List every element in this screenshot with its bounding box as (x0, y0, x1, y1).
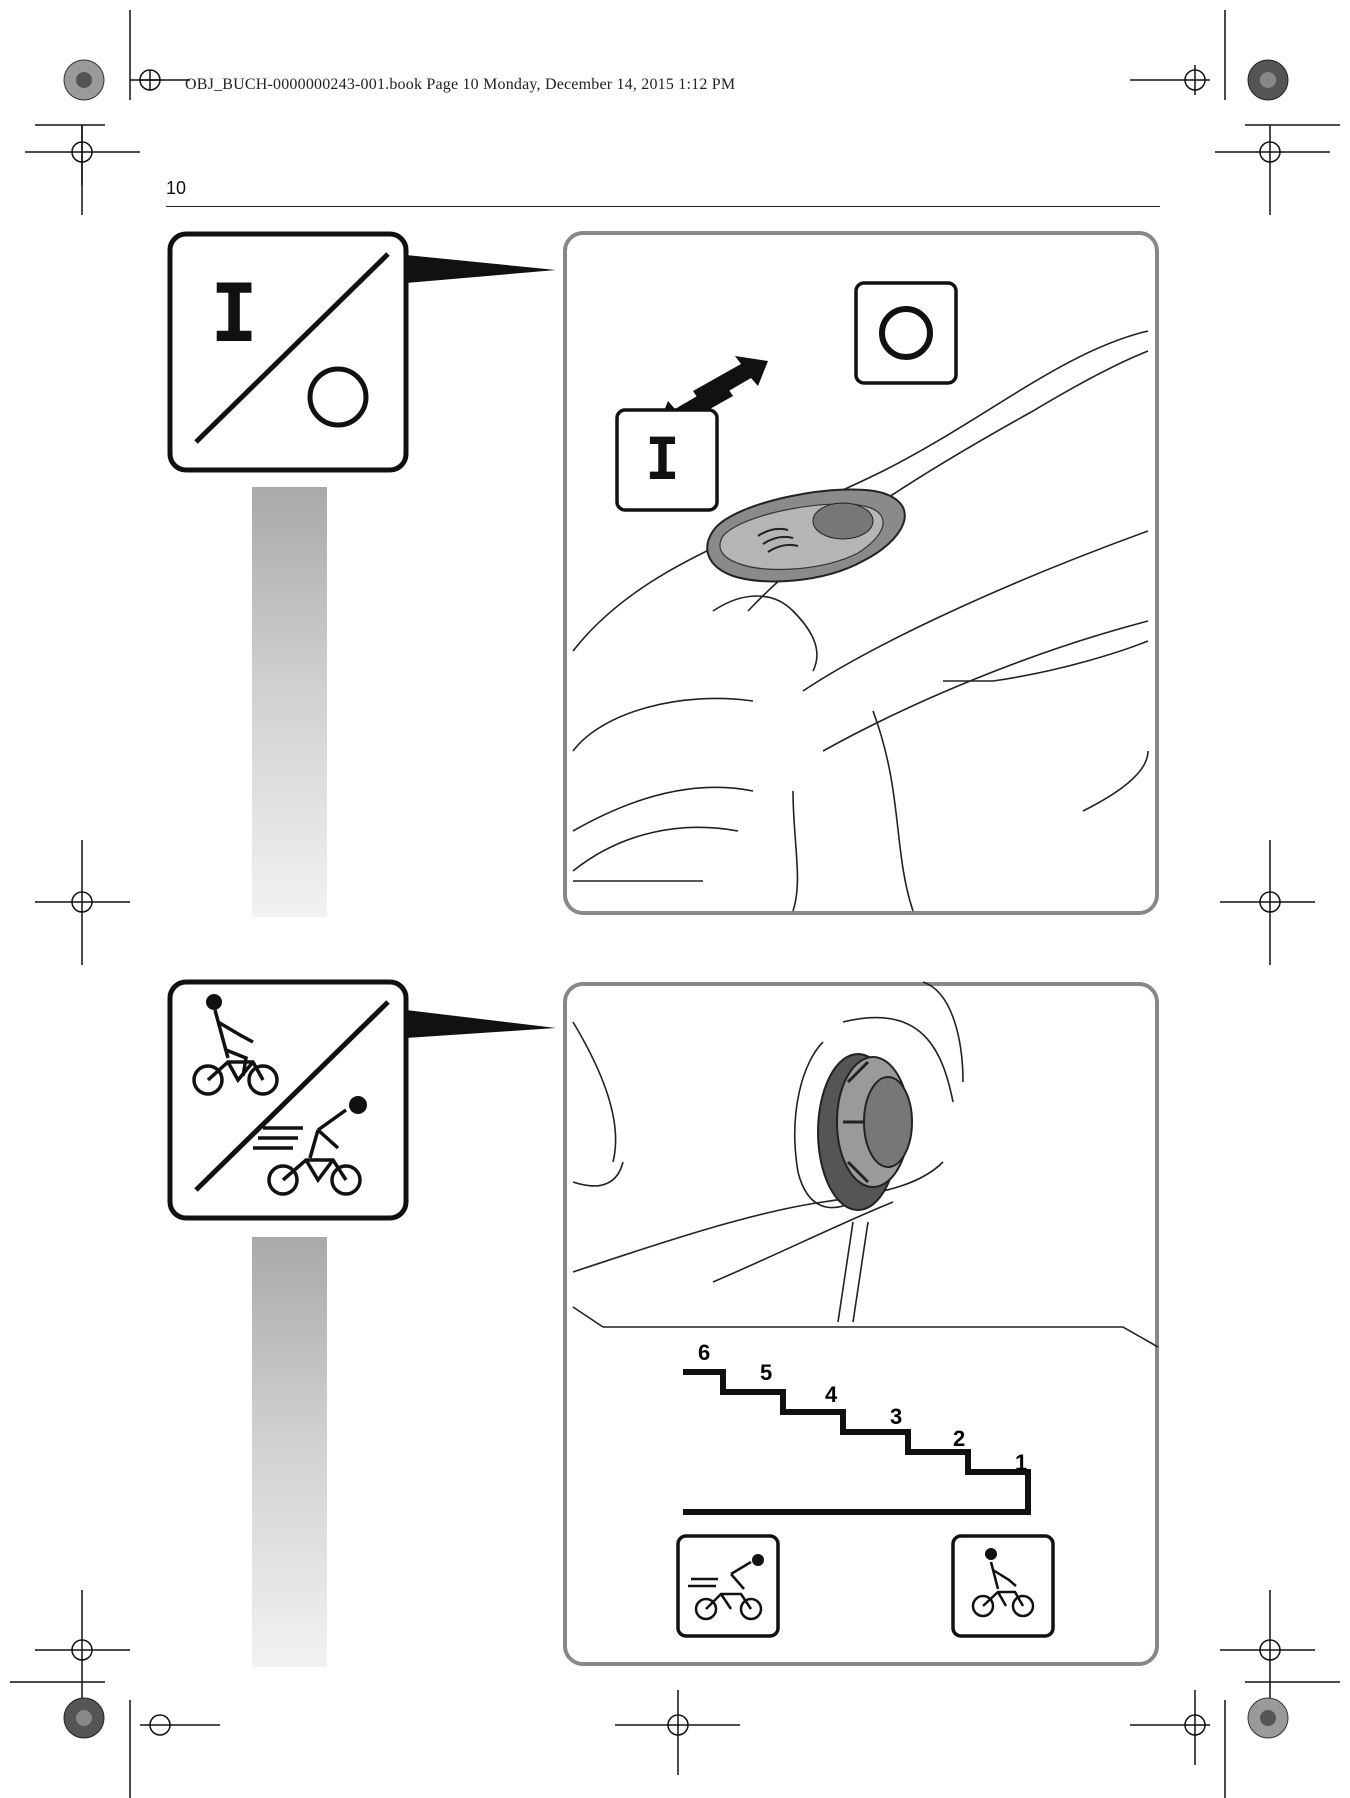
gradient-bar-top (252, 487, 327, 917)
switch-illustration-frame (563, 231, 1159, 915)
min-assist-box (951, 1534, 1055, 1638)
fast-rider-icon (253, 1108, 362, 1196)
fast-rider-small-icon (688, 1560, 763, 1621)
assist-illustration-frame (563, 981, 1159, 1666)
on-off-symbol (167, 231, 409, 473)
page-number: 10 (166, 178, 187, 198)
slow-rider-small-icon (971, 1561, 1035, 1618)
assist-level-6: 6 (698, 1340, 711, 1365)
assist-level-1: 1 (1015, 1450, 1028, 1475)
on-symbol-label: I (210, 267, 259, 360)
switch-on-label: I (645, 425, 680, 493)
assist-level-5: 5 (760, 1360, 773, 1385)
callout-pointer-top (406, 255, 556, 283)
slow-rider-icon (192, 1009, 279, 1096)
switch-off-box (854, 281, 958, 385)
switch-on-box (615, 408, 719, 512)
print-header: OBJ_BUCH-0000000243-001.book Page 10 Mon… (185, 76, 736, 93)
max-assist-box (676, 1534, 780, 1638)
gradient-bar-bottom (252, 1237, 327, 1667)
assist-level-4: 4 (825, 1382, 838, 1407)
assist-level-symbol (167, 979, 409, 1221)
assist-level-3: 3 (890, 1404, 903, 1429)
callout-pointer-bottom (406, 1010, 556, 1038)
assist-level-2: 2 (953, 1426, 966, 1451)
header-rule (166, 206, 1160, 207)
